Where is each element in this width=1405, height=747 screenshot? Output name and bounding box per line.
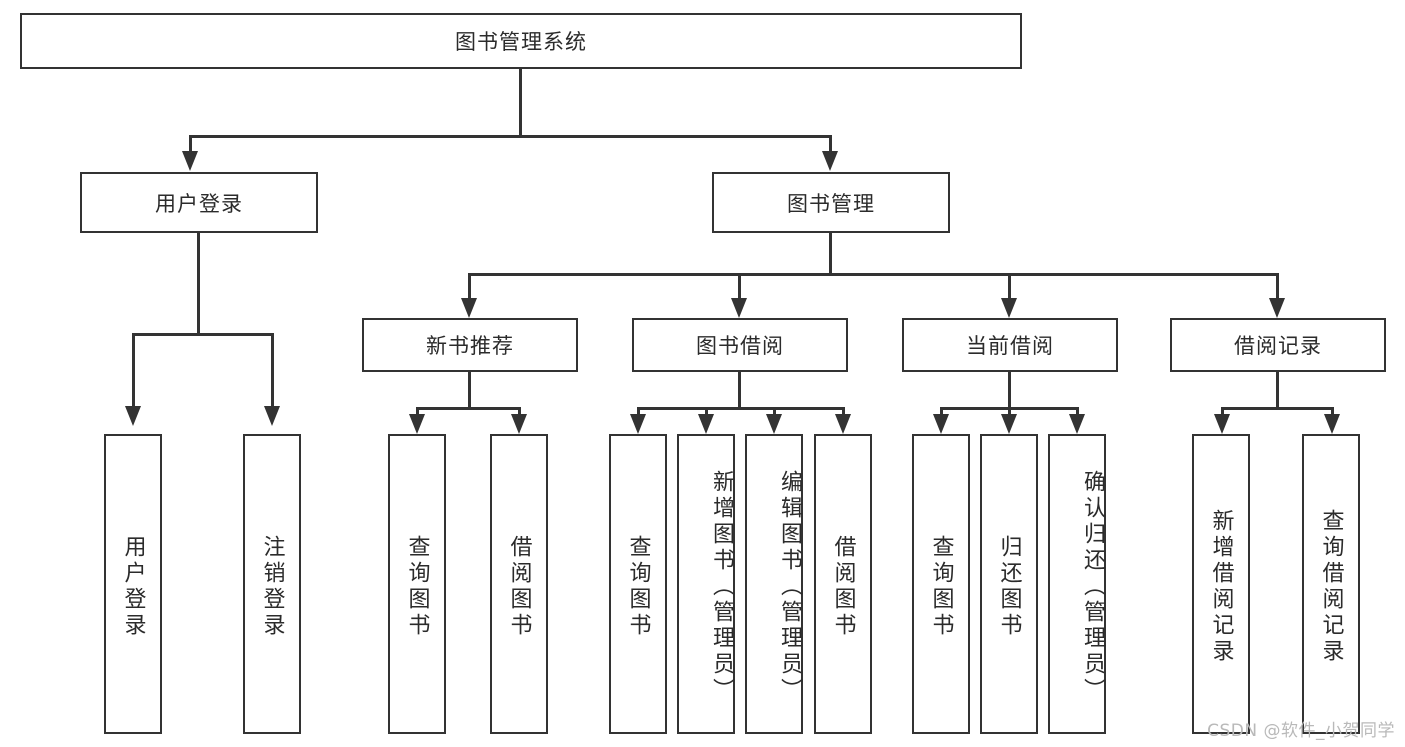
edge-bm-drop-1 xyxy=(468,273,471,303)
leaf-query-book-borrow[interactable]: 查询图书 xyxy=(609,434,667,734)
leaf-borrow-book[interactable]: 借阅图书 xyxy=(814,434,872,734)
edge-nbr-stem xyxy=(468,372,471,410)
node-label: 用户登录 xyxy=(120,535,146,639)
edge-root-to-user-login xyxy=(189,135,192,157)
arrow-bb-leaf-3 xyxy=(766,414,782,434)
arrow-nbr-leaf-2 xyxy=(511,414,527,434)
edge-root-stem xyxy=(519,69,522,137)
node-label: 查询借阅记录 xyxy=(1318,509,1344,665)
node-label: 确认归还（管理员） xyxy=(1080,470,1105,704)
watermark-text: CSDN @软件_小贺同学 xyxy=(1207,721,1395,741)
arrow-cb-leaf-1 xyxy=(933,414,949,434)
node-current-borrow[interactable]: 当前借阅 xyxy=(902,318,1118,372)
node-label: 借阅图书 xyxy=(830,535,856,639)
edge-bb-stem xyxy=(738,372,741,410)
arrow-br-leaf-2 xyxy=(1324,414,1340,434)
edge-user-login-drop-2 xyxy=(271,333,274,411)
arrow-bm-to-borrow-record xyxy=(1269,298,1285,318)
arrow-bb-leaf-2 xyxy=(698,414,714,434)
arrow-cb-leaf-2 xyxy=(1001,414,1017,434)
edge-root-to-book-management xyxy=(829,135,832,157)
leaf-confirm-return-admin[interactable]: 确认归还（管理员） xyxy=(1048,434,1106,734)
edge-book-management-stem xyxy=(829,233,832,275)
edge-user-login-bus xyxy=(132,333,274,336)
leaf-add-borrow-record[interactable]: 新增借阅记录 xyxy=(1192,434,1250,734)
node-book-borrow[interactable]: 图书借阅 xyxy=(632,318,848,372)
node-label: 新书推荐 xyxy=(426,334,514,358)
node-label: 查询图书 xyxy=(928,535,954,639)
arrow-nbr-leaf-1 xyxy=(409,414,425,434)
node-label: 注销登录 xyxy=(259,535,285,639)
node-label: 查询图书 xyxy=(404,535,430,639)
leaf-query-book-current[interactable]: 查询图书 xyxy=(912,434,970,734)
leaf-query-book-recommend[interactable]: 查询图书 xyxy=(388,434,446,734)
node-label: 编辑图书（管理员） xyxy=(777,470,802,704)
leaf-logout[interactable]: 注销登录 xyxy=(243,434,301,734)
node-borrow-record[interactable]: 借阅记录 xyxy=(1170,318,1386,372)
node-label: 用户登录 xyxy=(155,191,243,216)
arrow-bb-leaf-4 xyxy=(835,414,851,434)
node-label: 图书管理 xyxy=(787,191,875,216)
leaf-return-book[interactable]: 归还图书 xyxy=(980,434,1038,734)
edge-br-stem xyxy=(1276,372,1279,410)
edge-nbr-bus xyxy=(416,407,521,410)
arrow-bm-to-new-book-recommend xyxy=(461,298,477,318)
arrow-root-to-book-management xyxy=(822,151,838,171)
node-user-login[interactable]: 用户登录 xyxy=(80,172,318,233)
node-label: 当前借阅 xyxy=(966,334,1054,358)
arrow-bb-leaf-1 xyxy=(630,414,646,434)
node-label: 新增借阅记录 xyxy=(1208,509,1234,665)
node-label: 借阅记录 xyxy=(1234,334,1322,358)
leaf-borrow-book-recommend[interactable]: 借阅图书 xyxy=(490,434,548,734)
arrow-root-to-user-login xyxy=(182,151,198,171)
edge-book-management-bus xyxy=(468,273,1279,276)
leaf-edit-book-admin[interactable]: 编辑图书（管理员） xyxy=(745,434,803,734)
edge-bb-bus xyxy=(637,407,845,410)
arrow-bm-to-current-borrow xyxy=(1001,298,1017,318)
node-new-book-recommend[interactable]: 新书推荐 xyxy=(362,318,578,372)
edge-bm-drop-2 xyxy=(738,273,741,303)
arrow-cb-leaf-3 xyxy=(1069,414,1085,434)
arrow-user-login-leaf-2 xyxy=(264,406,280,426)
arrow-user-login-leaf-1 xyxy=(125,406,141,426)
node-label: 查询图书 xyxy=(625,535,651,639)
edge-user-login-stem xyxy=(197,233,200,335)
node-label: 归还图书 xyxy=(996,535,1022,639)
edge-user-login-drop-1 xyxy=(132,333,135,411)
leaf-add-book-admin[interactable]: 新增图书（管理员） xyxy=(677,434,735,734)
arrow-bm-to-book-borrow xyxy=(731,298,747,318)
edge-root-bus xyxy=(189,135,832,138)
leaf-query-borrow-record[interactable]: 查询借阅记录 xyxy=(1302,434,1360,734)
leaf-user-login[interactable]: 用户登录 xyxy=(104,434,162,734)
edge-bm-drop-4 xyxy=(1276,273,1279,303)
arrow-br-leaf-1 xyxy=(1214,414,1230,434)
node-label: 新增图书（管理员） xyxy=(709,470,734,704)
edge-bm-drop-3 xyxy=(1008,273,1011,303)
node-root-book-management-system[interactable]: 图书管理系统 xyxy=(20,13,1022,69)
edge-br-bus xyxy=(1221,407,1334,410)
node-label: 图书管理系统 xyxy=(455,30,587,54)
node-label: 图书借阅 xyxy=(696,334,784,358)
edge-cb-stem xyxy=(1008,372,1011,410)
node-label: 借阅图书 xyxy=(506,535,532,639)
node-book-management[interactable]: 图书管理 xyxy=(712,172,950,233)
